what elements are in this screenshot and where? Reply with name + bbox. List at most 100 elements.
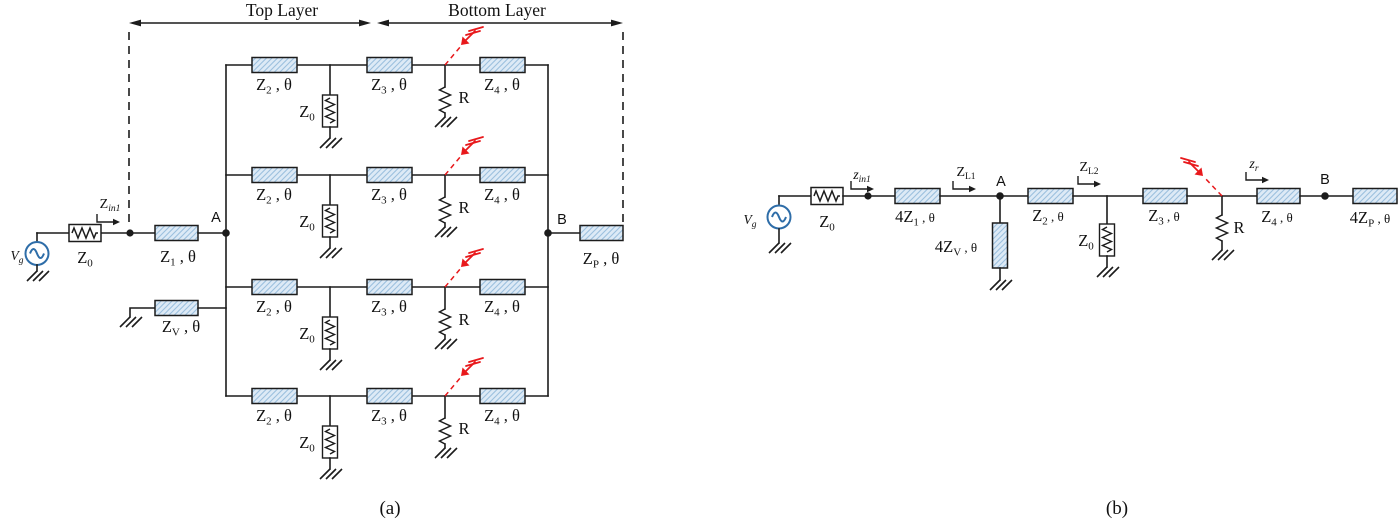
load-resistor-icon	[438, 308, 452, 336]
label-z4: Z4 , θ	[484, 185, 520, 207]
label-zl1: ZL1	[956, 165, 975, 182]
label-z4: Z4 , θ	[1261, 207, 1293, 229]
label-z3: Z3 , θ	[371, 75, 407, 97]
tl-block-z3	[1142, 187, 1188, 205]
label-zl2: ZL2	[1079, 160, 1098, 177]
label-z0-shunt: Z0	[299, 324, 315, 346]
tl-block-z4	[479, 56, 526, 74]
label-z3: Z3 , θ	[371, 297, 407, 319]
label-r: R	[458, 88, 469, 107]
label-zin1: Zin1	[100, 197, 121, 214]
label-z2: Z2 , θ	[256, 406, 292, 428]
ground-icon	[434, 116, 458, 128]
antenna-icon	[460, 136, 484, 156]
ground-icon	[989, 279, 1013, 291]
label-node-b: B	[1320, 172, 1330, 188]
label-z0-source: Z0	[77, 248, 93, 270]
label-z1: Z1 , θ	[160, 247, 196, 269]
node-a-dot	[222, 229, 230, 237]
label-zr: zr	[1248, 157, 1258, 174]
load-resistor-icon	[438, 86, 452, 114]
tl-block-4zv	[991, 222, 1009, 269]
label-4z1: 4Z1 , θ	[895, 207, 935, 229]
resistor-icon	[810, 186, 844, 206]
tl-block-z3	[366, 387, 413, 405]
ac-source-icon	[24, 241, 50, 266]
label-z4: Z4 , θ	[484, 406, 520, 428]
label-4zv: 4ZV , θ	[935, 237, 977, 259]
antenna-icon	[1180, 157, 1204, 177]
label-z4: Z4 , θ	[484, 297, 520, 319]
label-z0-source: Z0	[819, 212, 835, 234]
label-vg: V​g	[744, 212, 757, 230]
node-b-dot	[1321, 192, 1329, 200]
label-z2: Z2 , θ	[1032, 206, 1064, 228]
label-r: R	[1233, 218, 1244, 237]
resistor-icon	[68, 223, 102, 243]
label-z3: Z3 , θ	[371, 406, 407, 428]
layer-span-arrows	[129, 19, 623, 27]
label-z0-shunt: Z0	[299, 212, 315, 234]
ground-icon	[319, 359, 343, 371]
tl-block-z2	[251, 166, 298, 184]
label-z0-shunt: Z0	[299, 102, 315, 124]
ground-icon	[319, 468, 343, 480]
ground-icon	[26, 270, 50, 282]
impedance-arrow-icon	[1077, 175, 1102, 188]
label-z4: Z4 , θ	[484, 75, 520, 97]
tl-block-z4	[479, 278, 526, 296]
z0-shunt-branch: Z0	[1078, 195, 1120, 278]
label-z2: Z2 , θ	[256, 75, 292, 97]
label-4zp: 4ZP , θ	[1350, 208, 1390, 230]
label-z0-shunt: Z0	[299, 433, 315, 455]
tl-block-z2	[251, 56, 298, 74]
shunt-resistor-icon	[321, 425, 339, 459]
zv-shunt-branch: 4ZV , θ	[935, 195, 1013, 291]
label-node-a: A	[996, 174, 1006, 190]
antenna-icon	[460, 26, 484, 46]
branch-row-4: Z2 , θ Z0 Z3 , θ R Z4 , θ	[225, 357, 549, 480]
tl-block-z2	[1027, 187, 1074, 205]
label-z2: Z2 , θ	[256, 297, 292, 319]
impedance-arrow-icon	[952, 180, 977, 193]
source-branch	[24, 213, 156, 282]
tl-block-4zp	[1352, 187, 1398, 205]
tl-block-z2	[251, 387, 298, 405]
label-z2: Z2 , θ	[256, 185, 292, 207]
label-zv: ZV , θ	[162, 317, 200, 339]
label-z3: Z3 , θ	[1148, 206, 1180, 228]
branch-row-2: Z2 , θ Z0 Z3 , θ R Z4 , θ	[225, 136, 549, 259]
caption-a: (a)	[379, 498, 400, 519]
label-z0-shunt: Z0	[1078, 231, 1094, 253]
tl-block-zv	[154, 299, 199, 317]
label-node-b: B	[557, 212, 567, 228]
tl-block-z3	[366, 56, 413, 74]
caption-b: (b)	[1106, 498, 1128, 519]
load-resistor-icon	[438, 196, 452, 224]
tl-block-zp	[579, 224, 624, 242]
impedance-arrow-icon	[96, 213, 121, 226]
branch-row-3: Z2 , θ Z0 Z3 , θ R Z4 , θ	[225, 248, 549, 371]
ground-icon	[434, 338, 458, 350]
tl-block-z2	[251, 278, 298, 296]
shunt-resistor-icon	[1098, 223, 1116, 257]
top-layer-label: Top Layer	[246, 0, 318, 20]
source-branch	[766, 180, 896, 254]
label-node-a: A	[211, 210, 221, 226]
schematic-a: Top Layer Bottom Layer V​g Z0 Zin1 Z1 , …	[11, 0, 624, 519]
label-zp: ZP , θ	[583, 249, 620, 271]
ground-icon	[319, 247, 343, 259]
ground-icon	[119, 316, 143, 328]
shunt-resistor-icon	[321, 94, 339, 128]
label-r: R	[458, 419, 469, 438]
load-resistor-icon	[1215, 214, 1229, 242]
tl-block-z3	[366, 278, 413, 296]
tl-block-4z1	[894, 187, 941, 205]
load-resistor-icon	[438, 417, 452, 445]
ground-icon	[1096, 266, 1120, 278]
ground-icon	[1211, 249, 1235, 261]
shunt-resistor-icon	[321, 316, 339, 350]
label-vg: V​g	[11, 248, 24, 266]
